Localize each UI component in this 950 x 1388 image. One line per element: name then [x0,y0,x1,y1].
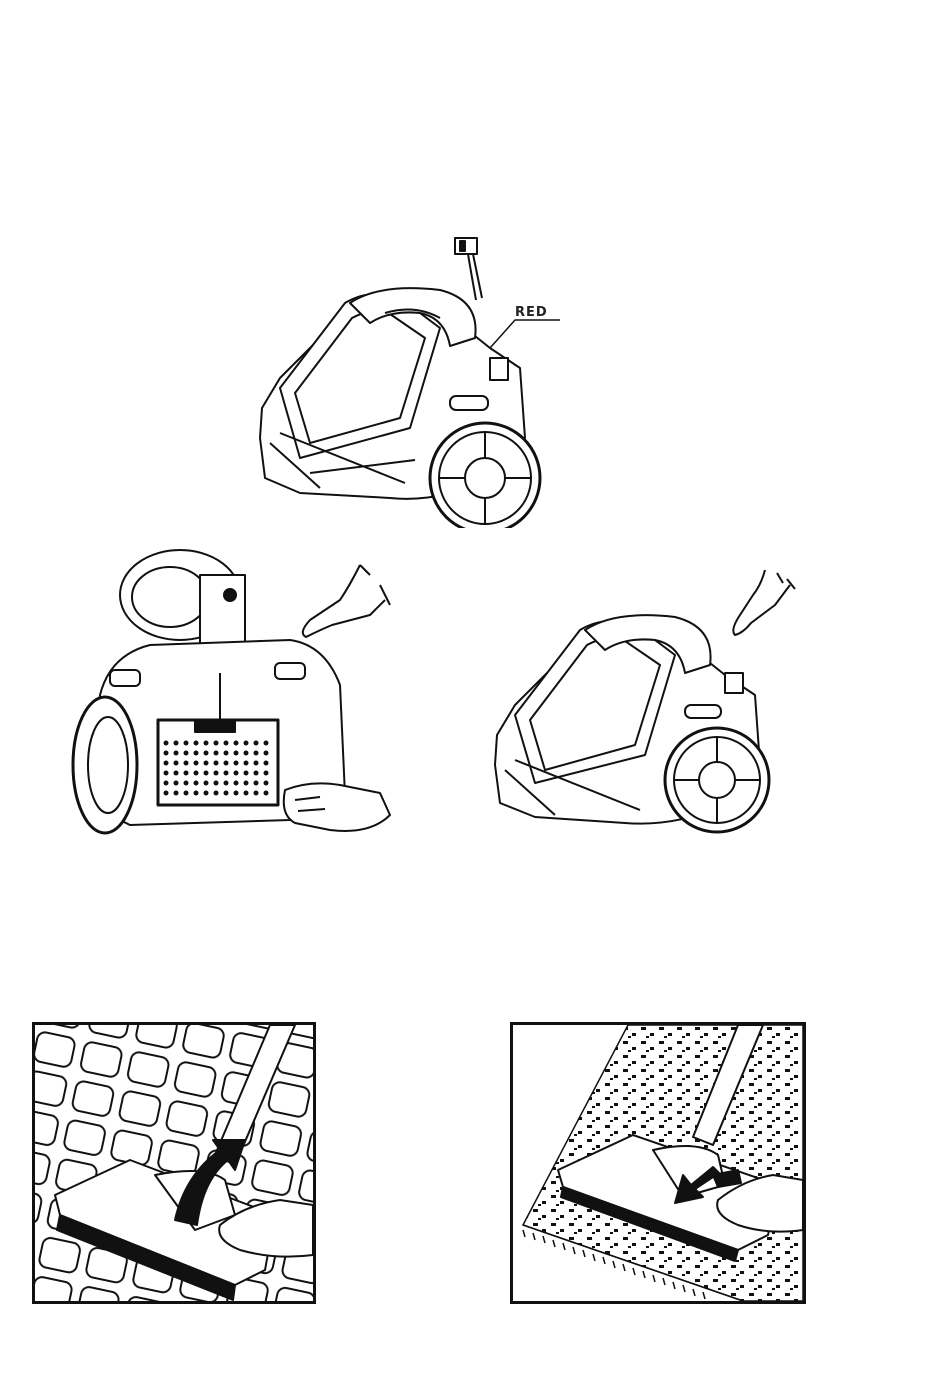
vacuum-press-button-figure [485,565,815,835]
nozzle-on-tiles-icon [35,1025,313,1301]
vacuum-rear-filter-removal-figure [70,545,400,845]
nozzle-on-carpet-icon [513,1025,803,1301]
floor-nozzle-hard-floor-figure [32,1022,316,1304]
red-connector-label: RED [515,305,548,320]
canister-vacuum-pointing-hand-icon [485,565,815,835]
vacuum-cord-rewind-figure: RED [240,228,570,528]
floor-nozzle-carpet-figure [510,1022,806,1304]
canister-vacuum-icon [240,228,570,528]
canister-vacuum-rear-view-icon [70,545,400,845]
